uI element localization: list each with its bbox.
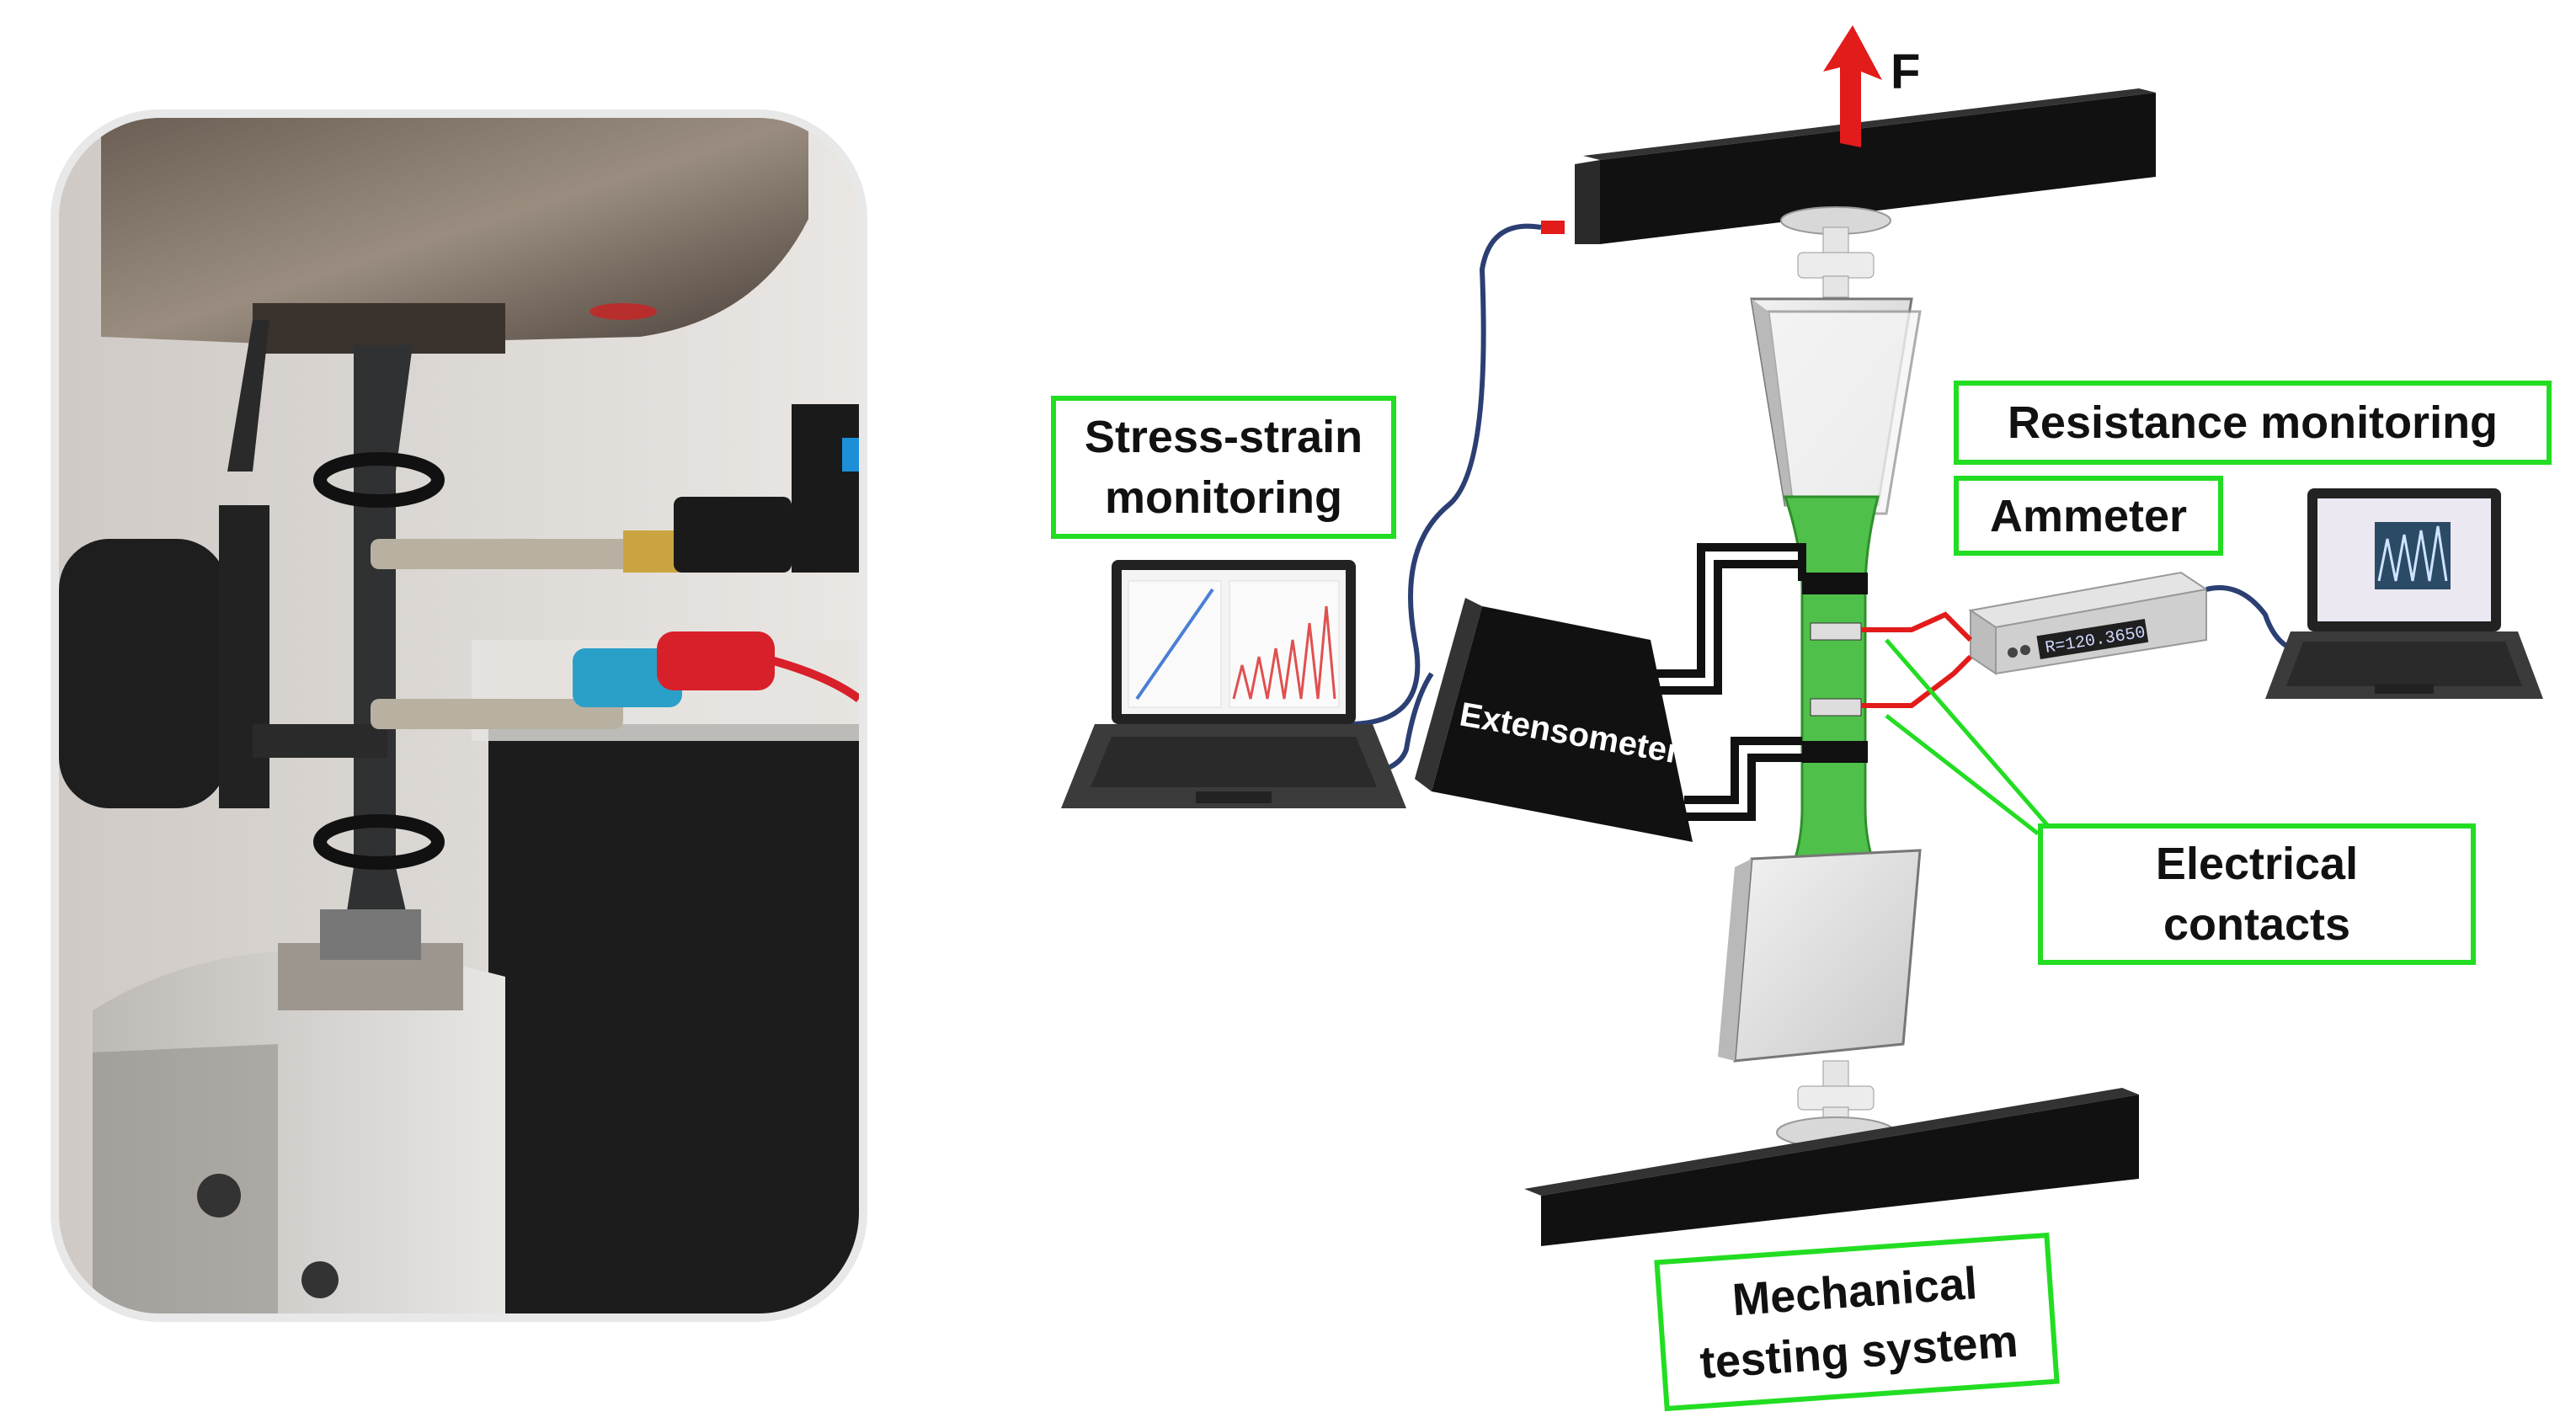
tensile-test-photo [51,109,867,1322]
label-mechanical-testing-system: Mechanical testing system [1654,1232,2060,1412]
label-mechanical-text: Mechanical testing system [1698,1258,2020,1389]
electrical-contact-wires [1861,611,1973,708]
top-grip-jaw [1750,297,1922,515]
extensometer-arms [1651,543,1806,821]
laptop-right [2265,488,2543,699]
label-ammeter: Ammeter [1954,476,2223,556]
label-ammeter-text: Ammeter [1989,490,2188,541]
contact-pointers [1885,638,2056,835]
ammeter: R=120.3650 [1968,571,2209,675]
label-resistance-monitoring: Resistance monitoring [1954,381,2552,465]
label-stress-strain: Stress-strain monitoring [1051,396,1396,539]
label-stress-strain-text: Stress-strain monitoring [1084,412,1363,523]
label-electrical-contacts-text: Electrical contacts [2155,839,2359,950]
top-crosshead [1541,88,2156,244]
top-shaft [1780,206,1891,298]
force-arrow: F [1823,25,1920,147]
label-electrical-contacts: Electrical contacts [2038,823,2476,965]
label-resistance-text: Resistance monitoring [2007,397,2499,448]
bottom-crosshead [1524,1088,2139,1246]
bottom-grip-jaw [1718,849,1922,1063]
laptop-left [1061,560,1406,808]
force-label: F [1891,45,1920,99]
extensometer: Extensometer [1415,598,1693,842]
